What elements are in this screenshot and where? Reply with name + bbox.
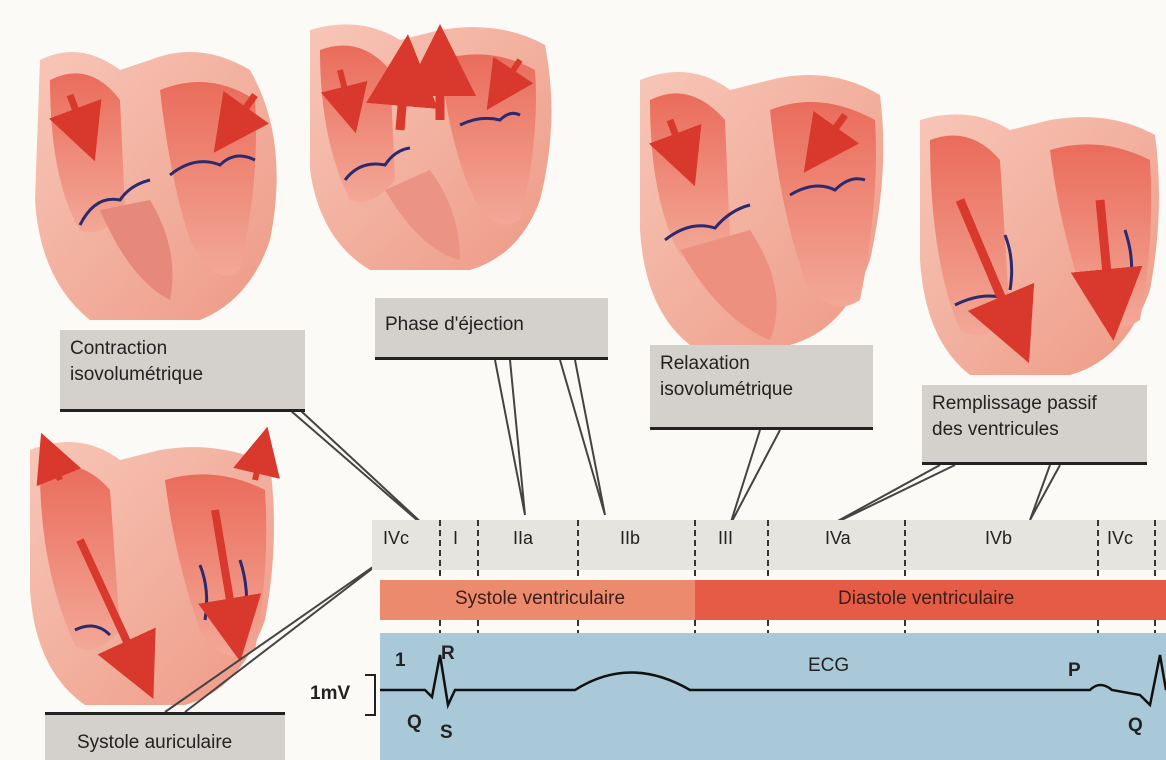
phase-ivc-end: IVc [1107,528,1133,549]
ecg-panel [380,633,1166,760]
phase-i: I [453,528,458,549]
ecg-wave-s: S [440,722,453,744]
phase-iia: IIa [513,528,533,549]
remplissage-label: Remplissage passif des ventricules [922,385,1147,465]
ecg-wave-q: Q [407,712,422,734]
heart-isovolumetric-relaxation [640,72,883,345]
contraction-label: Contraction isovolumétrique [60,330,305,412]
heart-atrial-systole [30,442,274,705]
ecg-wave-r: R [441,643,455,665]
relaxation-line2: isovolumétrique [660,377,863,403]
remplissage-line2: des ventricules [932,417,1137,443]
relaxation-label: Relaxation isovolumétrique [650,345,873,430]
ecg-title: ECG [808,655,849,677]
systole-auriculaire-text: Systole auriculaire [55,730,275,756]
ecg-scale: 1mV [310,683,350,705]
scale-bracket [365,675,375,715]
heart-ejection-phase [310,24,551,270]
diastole-band-label: Diastole ventriculaire [838,588,1014,610]
heart-contraction-isovolumetric [35,52,277,320]
ecg-wave-q2: Q [1128,715,1143,737]
ecg-wave-p: P [1068,660,1081,682]
phase-iii: III [718,528,733,549]
phase-ivb: IVb [985,528,1012,549]
contraction-line1: Contraction [70,336,295,362]
contraction-line2: isovolumétrique [70,362,295,388]
phase-iib: IIb [620,528,640,549]
phase-iva: IVa [825,528,851,549]
ejection-text: Phase d'éjection [385,312,598,338]
heart-passive-filling [920,114,1159,375]
systole-band-label: Systole ventriculaire [455,588,625,610]
systole-auriculaire-label: Systole auriculaire [45,712,285,760]
ejection-label: Phase d'éjection [375,298,608,360]
ecg-lead: 1 [395,650,406,672]
remplissage-line1: Remplissage passif [932,391,1137,417]
phase-ivc-start: IVc [383,528,409,549]
relaxation-line1: Relaxation [660,351,863,377]
